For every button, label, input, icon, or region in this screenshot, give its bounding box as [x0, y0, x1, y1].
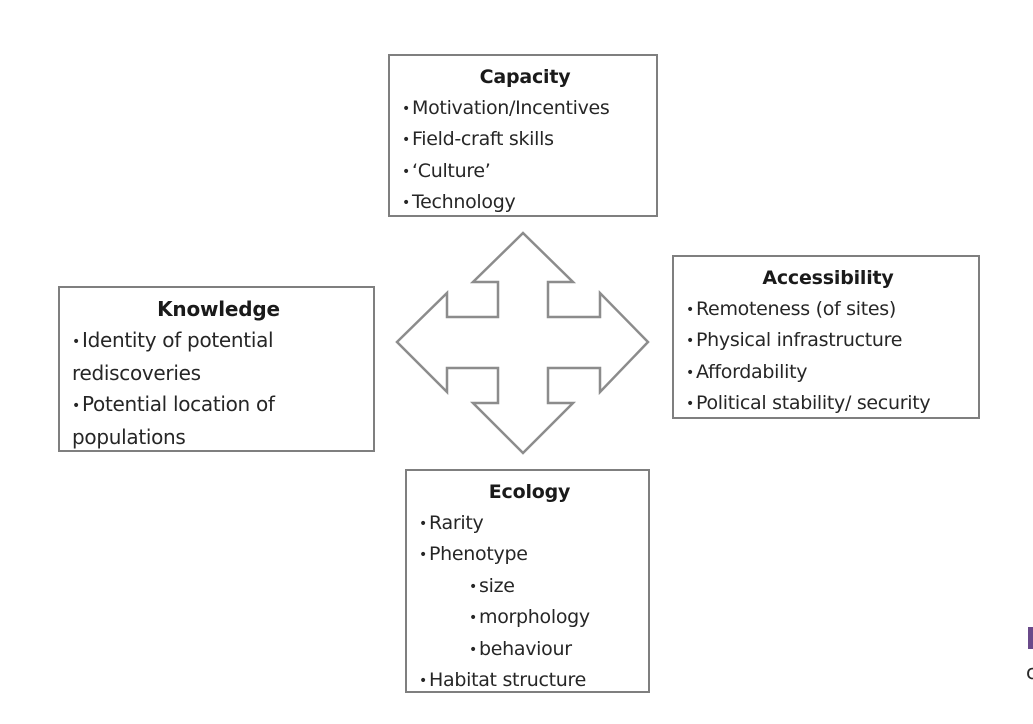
- bullet-icon: •: [419, 547, 427, 563]
- knowledge-item: •Identity of potential rediscoveries: [72, 325, 365, 389]
- bullet-icon: •: [469, 641, 477, 658]
- accessibility-item-text: Political stability/ security: [696, 392, 931, 414]
- ecology-subitem: •behaviour: [419, 634, 640, 666]
- cropped-edge-fragment-bar: [1028, 627, 1033, 649]
- bullet-icon: •: [686, 364, 694, 381]
- bullet-icon: •: [469, 610, 477, 626]
- accessibility-item-text: Remoteness (of sites): [696, 297, 896, 320]
- accessibility-item: •Remoteness (of sites): [686, 294, 970, 326]
- bullet-icon: •: [72, 334, 80, 350]
- knowledge-item: •Potential location of populations: [72, 389, 365, 453]
- ecology-subitem-text: behaviour: [479, 637, 572, 660]
- bullet-icon: •: [686, 396, 694, 412]
- knowledge-title: Knowledge: [157, 297, 280, 321]
- ecology-subitem-text: morphology: [479, 606, 590, 628]
- cropped-edge-fragment-text: c: [1026, 660, 1033, 684]
- accessibility-item-text: Affordability: [696, 360, 808, 383]
- ecology-item-text: Phenotype: [429, 543, 528, 565]
- capacity-title: Capacity: [479, 66, 571, 88]
- bullet-icon: •: [402, 100, 410, 117]
- accessibility-title: Accessibility: [762, 267, 894, 289]
- bullet-icon: •: [419, 515, 427, 532]
- ecology-title: Ecology: [488, 481, 571, 503]
- ecology-item-text: Rarity: [429, 511, 484, 534]
- capacity-item: •Motivation/Incentives: [402, 93, 648, 125]
- capacity-item: •Technology: [402, 187, 648, 219]
- accessibility-box: Accessibility •Remoteness (of sites) •Ph…: [672, 255, 980, 419]
- accessibility-item-text: Physical infrastructure: [696, 329, 903, 351]
- capacity-box: Capacity •Motivation/Incentives •Field-c…: [388, 54, 658, 217]
- bullet-icon: •: [419, 673, 427, 689]
- knowledge-box: Knowledge •Identity of potential redisco…: [58, 286, 375, 452]
- capacity-item-text: Technology: [412, 191, 516, 213]
- ecology-subitem: •morphology: [419, 602, 640, 634]
- capacity-item-text: ‘Culture’: [412, 159, 491, 182]
- bullet-icon: •: [402, 132, 410, 148]
- ecology-box: Ecology •Rarity •Phenotype •size •morpho…: [405, 469, 650, 693]
- four-way-arrow-shape: [395, 231, 650, 455]
- capacity-item-text: Motivation/Incentives: [412, 96, 610, 119]
- bullet-icon: •: [469, 578, 477, 595]
- ecology-item: •Rarity: [419, 508, 640, 540]
- ecology-subitem: •size: [419, 571, 640, 603]
- ecology-item-text: Habitat structure: [429, 669, 586, 691]
- bullet-icon: •: [686, 333, 694, 349]
- bullet-icon: •: [402, 163, 410, 180]
- accessibility-item: •Affordability: [686, 357, 970, 389]
- ecology-item: •Habitat structure: [419, 665, 640, 697]
- capacity-item-text: Field-craft skills: [412, 128, 554, 150]
- bullet-icon: •: [402, 195, 410, 211]
- ecology-subitem-text: size: [479, 574, 515, 597]
- knowledge-item-text: Identity of potential rediscoveries: [72, 328, 274, 385]
- capacity-item: •Field-craft skills: [402, 124, 648, 156]
- bullet-icon: •: [686, 301, 694, 318]
- accessibility-item: •Political stability/ security: [686, 388, 970, 420]
- bullet-icon: •: [72, 398, 80, 414]
- knowledge-item-text: Potential location of populations: [72, 392, 275, 449]
- ecology-item: •Phenotype: [419, 539, 640, 571]
- capacity-item: •‘Culture’: [402, 156, 648, 188]
- accessibility-item: •Physical infrastructure: [686, 325, 970, 357]
